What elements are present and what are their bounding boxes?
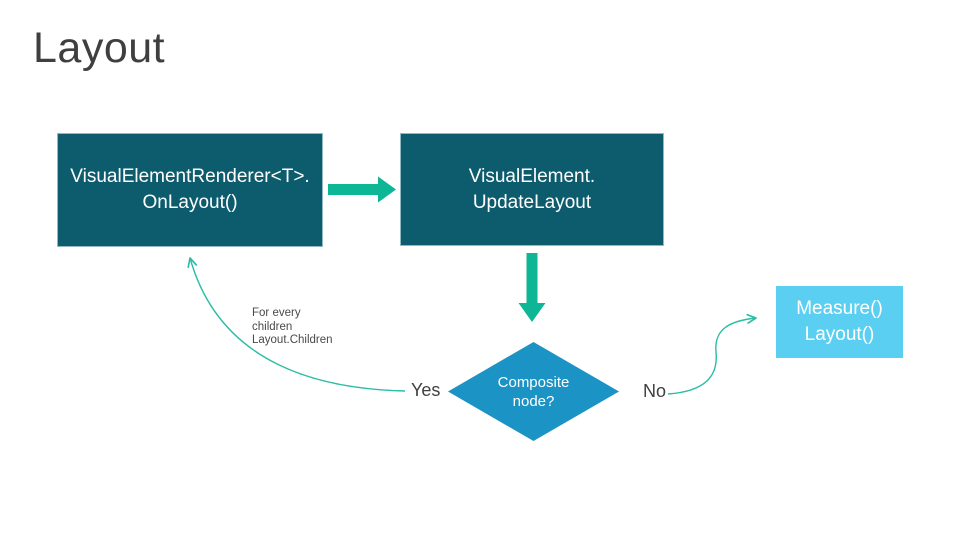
loop-annotation-line: Layout.Children	[252, 334, 333, 346]
node-text-line: node?	[512, 392, 555, 410]
node-text-line: OnLayout()	[142, 192, 238, 213]
node-measure-layout: Measure() Layout()	[776, 286, 903, 358]
thick-down-arrow-icon	[518, 253, 546, 322]
node-text-line: Composite	[497, 373, 570, 391]
node-text-line: VisualElement.	[468, 165, 596, 187]
loop-annotation-line: For every	[252, 307, 301, 319]
branch-label-yes: Yes	[411, 380, 441, 400]
node-visual-element-update-layout: VisualElement. UpdateLayout	[400, 133, 664, 246]
node-text-line: VisualElementRenderer<T>.	[70, 166, 310, 187]
slide-title: Layout	[33, 24, 166, 72]
loop-annotation-line: children	[252, 320, 293, 333]
node-text-line: UpdateLayout	[472, 191, 592, 213]
node-visual-element-renderer: VisualElementRenderer<T>. OnLayout()	[57, 133, 323, 247]
node-text-line: Layout()	[804, 324, 875, 345]
branch-label-no: No	[643, 381, 667, 401]
thick-right-arrow-icon	[328, 176, 396, 203]
curve-no-to-measure-icon	[667, 313, 757, 395]
loop-annotation: For every children Layout.Children	[252, 307, 333, 348]
node-text-line: Measure()	[796, 298, 883, 319]
decision-composite-node: Composite node?	[448, 342, 619, 441]
